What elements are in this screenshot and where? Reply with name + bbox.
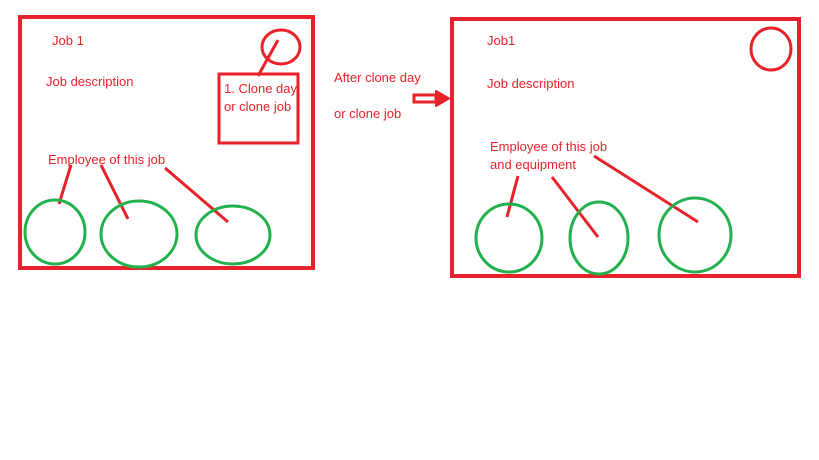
employee-avatar-icon[interactable] <box>474 202 544 274</box>
job-card-before <box>18 15 315 270</box>
employee-pointer-line <box>99 164 130 220</box>
job-card-after <box>450 17 801 278</box>
employees-label-after-line1: Employee of this job <box>490 139 607 154</box>
employees-label-after-line2: and equipment <box>490 157 576 172</box>
job-description-before: Job description <box>46 74 133 89</box>
menu-circle-icon-after[interactable] <box>749 26 793 72</box>
transition-label-line2: or clone job <box>334 106 401 121</box>
employee-pointer-line <box>164 166 229 224</box>
employee-avatar-icon[interactable] <box>23 198 87 266</box>
employee-pointer-line <box>505 175 520 218</box>
menu-circle-icon-before[interactable] <box>260 28 302 66</box>
transition-label-line1: After clone day <box>334 70 421 85</box>
employee-avatar-icon[interactable] <box>657 196 733 274</box>
right-arrow-icon <box>412 90 450 107</box>
job-title-before: Job 1 <box>52 33 84 48</box>
clone-job-option[interactable]: or clone job <box>224 99 291 114</box>
menu-pointer-line <box>256 39 280 77</box>
employee-pointer-line <box>57 164 73 205</box>
employee-pointer-line <box>550 176 600 238</box>
clone-day-option[interactable]: 1. Clone day <box>224 81 297 96</box>
job-description-after: Job description <box>487 76 574 91</box>
job-title-after: Job1 <box>487 33 515 48</box>
employee-avatar-icon[interactable] <box>99 199 179 269</box>
employee-pointer-line <box>593 154 699 224</box>
employee-avatar-icon[interactable] <box>568 200 630 276</box>
clone-options-popup[interactable] <box>217 72 300 145</box>
employee-avatar-icon[interactable] <box>194 204 272 266</box>
employees-label-before: Employee of this job <box>48 152 165 167</box>
